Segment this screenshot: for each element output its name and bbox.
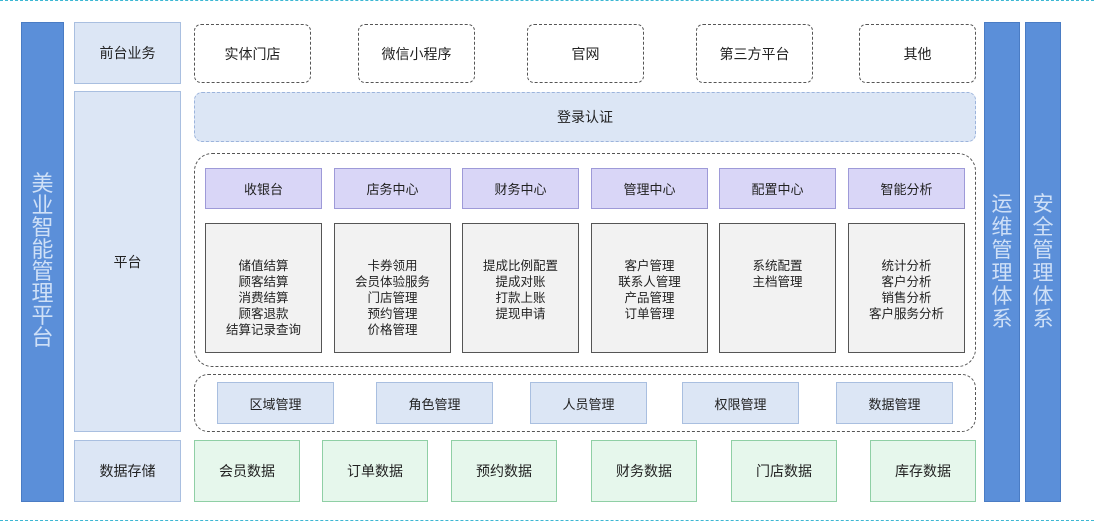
platform-title-char: 业 — [31, 194, 54, 219]
management-item: 数据管理 — [836, 382, 953, 424]
data-store-box: 门店数据 — [731, 440, 837, 502]
data-store-box: 财务数据 — [591, 440, 697, 502]
feature-item: 统计分析 — [881, 258, 932, 273]
feature-item: 打款上账 — [495, 290, 546, 305]
ops-management-bar: 运 维 管 理 体 系 — [984, 22, 1020, 502]
security-management-bar: 安 全 管 理 体 系 — [1025, 22, 1061, 502]
management-item: 角色管理 — [376, 382, 493, 424]
management-group — [194, 374, 976, 432]
security-bar-char: 体 — [1032, 284, 1054, 308]
feature-item: 提成对账 — [495, 274, 546, 289]
channel-box: 实体门店 — [194, 24, 311, 83]
platform-title-char: 理 — [31, 282, 54, 307]
module-header: 配置中心 — [719, 168, 836, 209]
top-divider — [0, 0, 1094, 1]
module-header: 管理中心 — [591, 168, 708, 209]
security-bar-char: 管 — [1032, 238, 1054, 262]
login-auth-bar: 登录认证 — [194, 92, 976, 142]
channel-box: 第三方平台 — [696, 24, 813, 83]
platform-row-label: 平台 — [74, 91, 181, 432]
feature-item: 系统配置 — [752, 258, 803, 273]
security-bar-char: 全 — [1032, 215, 1054, 239]
management-item: 区域管理 — [217, 382, 334, 424]
feature-item: 提现申请 — [495, 306, 546, 321]
ops-bar-char: 维 — [991, 215, 1013, 239]
feature-item: 销售分析 — [881, 290, 932, 305]
module-detail-config: 系统配置 主档管理 — [719, 223, 836, 353]
data-store-box: 会员数据 — [194, 440, 300, 502]
feature-item: 顾客结算 — [238, 274, 289, 289]
module-detail-store: 卡券领用 会员体验服务 门店管理 预约管理 价格管理 — [334, 223, 451, 353]
module-detail-analytics: 统计分析 客户分析 销售分析 客户服务分析 — [848, 223, 965, 353]
feature-item: 价格管理 — [367, 322, 418, 337]
ops-bar-char: 理 — [991, 261, 1013, 285]
ops-bar-char: 运 — [991, 192, 1013, 216]
module-header: 智能分析 — [848, 168, 965, 209]
module-detail-management: 客户管理 联系人管理 产品管理 订单管理 — [591, 223, 708, 353]
platform-title-char: 台 — [31, 326, 54, 351]
storage-row-label: 数据存储 — [74, 440, 181, 502]
feature-item: 订单管理 — [624, 306, 675, 321]
feature-item: 储值结算 — [238, 258, 289, 273]
platform-title-char: 能 — [31, 238, 54, 263]
feature-item: 结算记录查询 — [225, 322, 301, 337]
feature-item: 卡券领用 — [367, 258, 418, 273]
feature-item: 会员体验服务 — [354, 274, 430, 289]
feature-item: 客户分析 — [881, 274, 932, 289]
feature-item: 客户管理 — [624, 258, 675, 273]
module-detail-cashier: 储值结算 顾客结算 消费结算 顾客退款 结算记录查询 — [205, 223, 322, 353]
platform-title-char: 智 — [31, 216, 54, 241]
feature-item: 客户服务分析 — [868, 306, 944, 321]
platform-title-char: 美 — [31, 172, 54, 197]
feature-item: 提成比例配置 — [482, 258, 558, 273]
bottom-divider — [0, 520, 1094, 521]
ops-bar-char: 管 — [991, 238, 1013, 262]
feature-item: 产品管理 — [624, 290, 675, 305]
modules-group — [194, 153, 976, 367]
module-header: 店务中心 — [334, 168, 451, 209]
channel-box: 微信小程序 — [358, 24, 475, 83]
platform-title-char: 平 — [31, 304, 54, 329]
channel-box: 其他 — [859, 24, 976, 83]
ops-bar-char: 体 — [991, 284, 1013, 308]
platform-title-char: 管 — [31, 260, 54, 285]
module-header: 财务中心 — [462, 168, 579, 209]
security-bar-char: 理 — [1032, 261, 1054, 285]
feature-item: 门店管理 — [367, 290, 418, 305]
feature-item: 主档管理 — [752, 274, 803, 289]
platform-title-bar: 美 业 智 能 管 理 平 台 — [21, 22, 64, 502]
data-store-box: 预约数据 — [451, 440, 557, 502]
management-item: 权限管理 — [682, 382, 799, 424]
management-item: 人员管理 — [530, 382, 647, 424]
data-store-box: 订单数据 — [322, 440, 428, 502]
module-header: 收银台 — [205, 168, 322, 209]
data-store-box: 库存数据 — [870, 440, 976, 502]
feature-item: 预约管理 — [367, 306, 418, 321]
module-detail-finance: 提成比例配置 提成对账 打款上账 提现申请 — [462, 223, 579, 353]
channel-box: 官网 — [527, 24, 644, 83]
feature-item: 消费结算 — [238, 290, 289, 305]
ops-bar-char: 系 — [991, 307, 1013, 331]
security-bar-char: 系 — [1032, 307, 1054, 331]
feature-item: 顾客退款 — [238, 306, 289, 321]
feature-item: 联系人管理 — [618, 274, 681, 289]
security-bar-char: 安 — [1032, 192, 1054, 216]
frontend-row-label: 前台业务 — [74, 22, 181, 84]
